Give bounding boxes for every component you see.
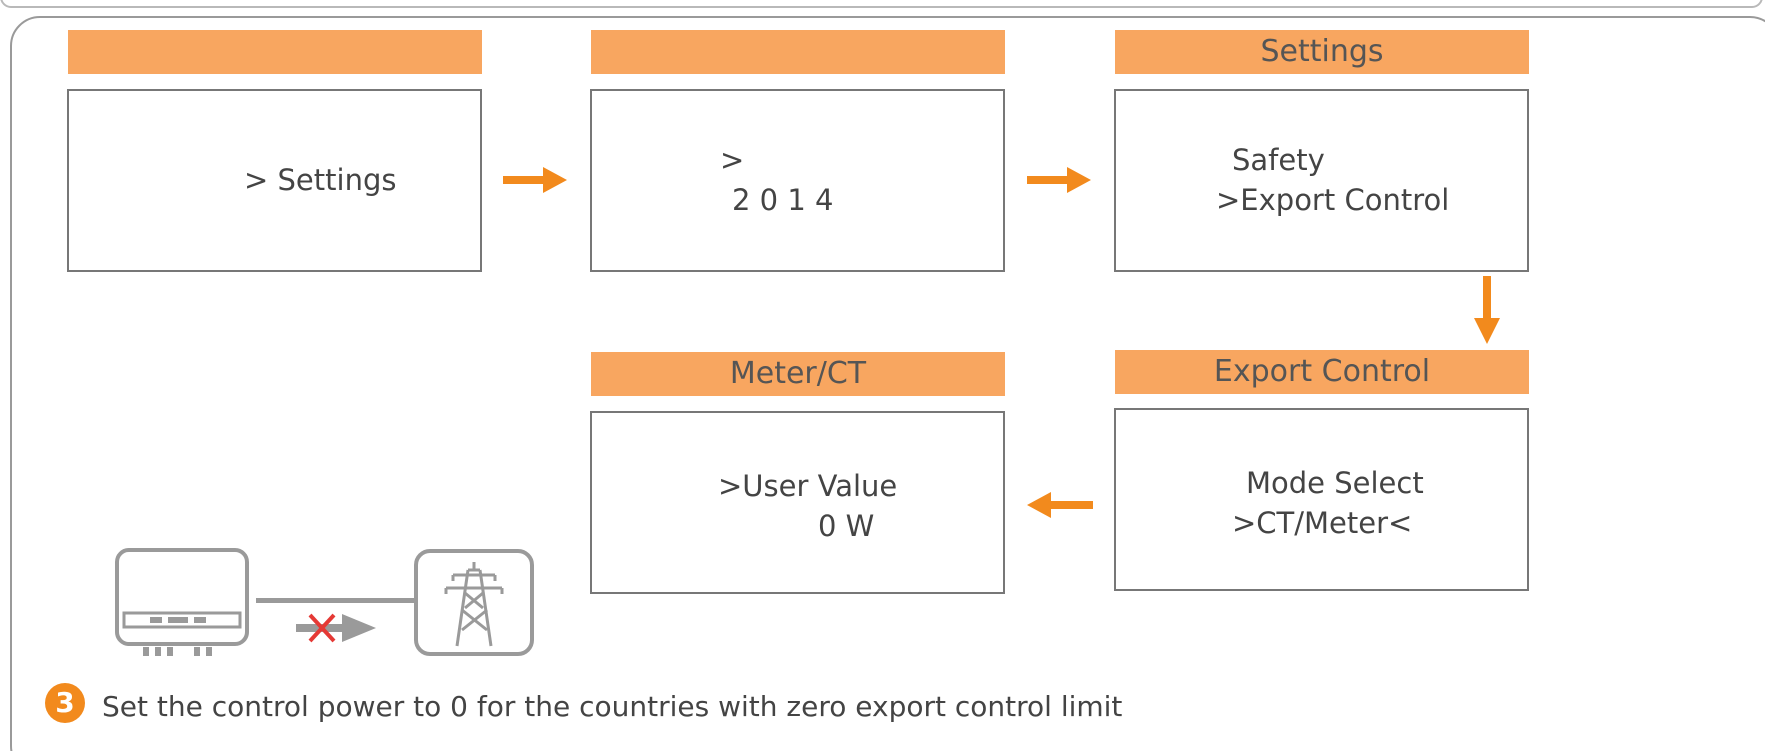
panel-frame <box>10 16 1765 751</box>
settings-screen-header: Settings <box>1115 30 1529 74</box>
left-arrow-icon <box>1027 492 1093 518</box>
menu-screen-header <box>68 30 482 74</box>
settings-screen: Safety >Export Control <box>1114 89 1529 272</box>
export-control-screen-header: Export Control <box>1115 350 1529 394</box>
export-control-screen: Mode Select >CT/Meter< <box>1114 408 1529 591</box>
export-control-screen-line-1: Mode Select <box>1246 466 1424 500</box>
menu-screen-line-1: > Settings <box>244 163 397 197</box>
step-caption: Set the control power to 0 for the count… <box>102 690 1123 723</box>
previous-panel-edge <box>0 0 1763 8</box>
export-control-screen-line-2: >CT/Meter< <box>1232 506 1413 540</box>
password-screen-line-1: > <box>720 143 745 177</box>
meter-ct-screen-header: Meter/CT <box>591 352 1005 396</box>
password-screen: > 2 0 1 4 <box>590 89 1005 272</box>
down-arrow-icon <box>1474 276 1500 344</box>
inverter-icon <box>115 548 249 656</box>
right-arrow-icon <box>503 167 567 193</box>
meter-ct-screen-line-2: 0 W <box>818 509 875 543</box>
grid-tower-icon <box>414 549 534 656</box>
blocked-arrow-icon <box>256 598 416 643</box>
settings-screen-line-1: Safety <box>1232 143 1325 177</box>
settings-screen-line-2: >Export Control <box>1216 183 1450 217</box>
right-arrow-icon <box>1027 167 1091 193</box>
meter-ct-screen: >User Value 0 W <box>590 411 1005 594</box>
meter-ct-screen-line-1: >User Value <box>718 469 898 503</box>
password-screen-line-2: 2 0 1 4 <box>732 183 834 217</box>
password-screen-header <box>591 30 1005 74</box>
step-number-badge: 3 <box>45 683 85 723</box>
menu-screen: > Settings <box>67 89 482 272</box>
